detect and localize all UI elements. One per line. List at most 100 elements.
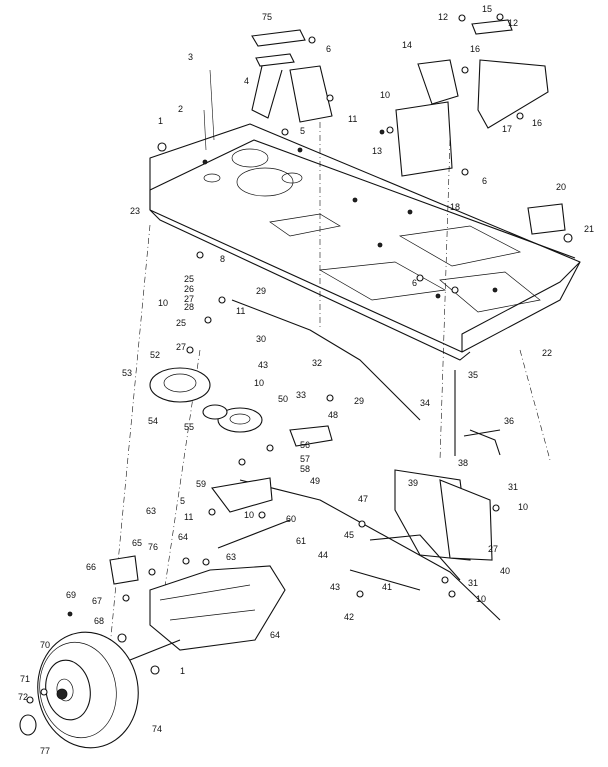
part-label: 64 (178, 532, 188, 542)
part-label: 12 (438, 12, 448, 22)
part-label: 48 (328, 410, 338, 420)
part-label: 60 (286, 514, 296, 524)
steering-assembly (203, 29, 333, 151)
part-label: 63 (146, 506, 156, 516)
part-label: 77 (40, 746, 50, 756)
hardware (26, 13, 573, 704)
part-label: 65 (132, 538, 142, 548)
part-label: 3 (188, 52, 193, 62)
part-label: 6 (412, 278, 417, 288)
part-label: 16 (470, 44, 480, 54)
part-label: 25 (176, 318, 186, 328)
brake-lever-assembly (211, 425, 501, 581)
part-label: 11 (236, 306, 245, 316)
part-label: 31 (468, 578, 478, 588)
part-label: 10 (380, 90, 390, 100)
part-label: 10 (158, 298, 168, 308)
part-label: 47 (358, 494, 368, 504)
part-label: 42 (344, 612, 354, 622)
part-label: 34 (420, 398, 430, 408)
part-label: 23 (130, 206, 140, 216)
part-label: 21 (584, 224, 594, 234)
part-label: 66 (86, 562, 96, 572)
part-label: 1 (180, 666, 185, 676)
part-label: 55 (184, 422, 194, 432)
part-label: 20 (556, 182, 566, 192)
part-label: 32 (312, 358, 322, 368)
part-label: 10 (476, 594, 486, 604)
part-label: 25 (184, 274, 194, 284)
part-label: 58 (300, 464, 310, 474)
part-label: 38 (458, 458, 468, 468)
part-label: 39 (408, 478, 418, 488)
part-label: 15 (482, 4, 492, 14)
part-label: 57 (300, 454, 310, 464)
part-label: 14 (402, 40, 412, 50)
part-label: 5 (180, 496, 185, 506)
part-label: 71 (20, 674, 30, 684)
part-label: 16 (532, 118, 542, 128)
part-label: 41 (382, 582, 392, 592)
part-label: 10 (518, 502, 528, 512)
part-label: 61 (296, 536, 306, 546)
part-label: 54 (148, 416, 158, 426)
part-label: 28 (184, 302, 194, 312)
part-label: 74 (152, 724, 162, 734)
part-label: 70 (40, 640, 50, 650)
part-label: 30 (256, 334, 266, 344)
part-label: 6 (326, 44, 331, 54)
part-label: 49 (310, 476, 320, 486)
part-label: 33 (296, 390, 306, 400)
part-label: 10 (254, 378, 264, 388)
part-label: 67 (92, 596, 102, 606)
part-label: 35 (468, 370, 478, 380)
part-label: 53 (122, 368, 132, 378)
part-label: 43 (330, 582, 340, 592)
part-label: 36 (504, 416, 514, 426)
part-label: 12 (508, 18, 518, 28)
part-label: 45 (344, 530, 354, 540)
part-label: 44 (318, 550, 328, 560)
part-label: 17 (502, 124, 512, 134)
part-label: 50 (278, 394, 288, 404)
part-label: 72 (18, 692, 28, 702)
part-label: 18 (450, 202, 460, 212)
part-label: 27 (184, 294, 194, 304)
seat-bracket-assembly (395, 19, 566, 235)
frame-plate (149, 123, 581, 361)
part-label: 29 (354, 396, 364, 406)
part-label: 26 (184, 284, 194, 294)
part-label: 69 (66, 590, 76, 600)
part-label: 29 (256, 286, 266, 296)
part-label: 43 (258, 360, 268, 370)
part-label: 2 (178, 104, 183, 114)
part-label: 40 (500, 566, 510, 576)
part-label: 22 (542, 348, 552, 358)
part-label: 63 (226, 552, 236, 562)
part-label: 6 (482, 176, 487, 186)
part-label: 13 (372, 146, 382, 156)
part-label: 27 (488, 544, 498, 554)
part-label: 27 (176, 342, 186, 352)
part-label: 52 (150, 350, 160, 360)
part-label: 10 (244, 510, 254, 520)
linkage-rods (104, 122, 551, 701)
rear-wheel (19, 631, 139, 749)
part-label: 68 (94, 616, 104, 626)
part-label: 31 (508, 482, 518, 492)
part-label: 76 (148, 542, 158, 552)
part-label: 75 (262, 12, 272, 22)
part-label: 4 (244, 76, 249, 86)
part-label: 59 (196, 479, 206, 489)
part-label: 8 (220, 254, 225, 264)
part-label: 1 (158, 116, 163, 126)
part-label: 11 (348, 114, 357, 124)
part-label: 56 (300, 440, 310, 450)
part-label: 64 (270, 630, 280, 640)
transaxle (109, 555, 286, 661)
part-label: 5 (300, 126, 305, 136)
pulley-assembly (149, 367, 263, 433)
part-label: 11 (184, 512, 193, 522)
